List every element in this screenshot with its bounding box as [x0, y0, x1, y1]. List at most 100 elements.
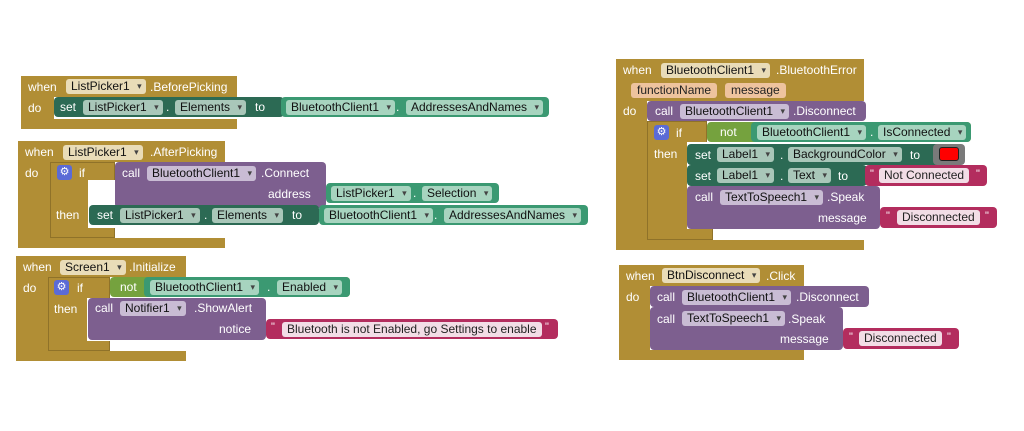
event-name: .BeforePicking	[150, 80, 228, 94]
not-connected-text[interactable]: Not Connected	[879, 168, 970, 183]
call-keyword: call	[695, 190, 714, 204]
set-component-dropdown[interactable]: ListPicker1	[120, 208, 200, 223]
param-message[interactable]: message	[725, 83, 786, 98]
set-property-dropdown[interactable]: Text	[788, 168, 832, 183]
component-dropdown[interactable]: Screen1	[60, 260, 126, 275]
component-dropdown[interactable]: ListPicker1	[66, 79, 146, 94]
gear-icon[interactable]: ⚙	[57, 165, 72, 180]
notice-arg-label: notice	[219, 322, 252, 336]
open-quote: "	[870, 168, 874, 180]
speak-component-dropdown[interactable]: TextToSpeech1	[720, 190, 824, 205]
set-keyword: set	[60, 100, 77, 114]
notice-text[interactable]: Bluetooth is not Enabled, go Settings to…	[282, 322, 542, 337]
event-name: .AfterPicking	[150, 145, 218, 159]
set-component-dropdown[interactable]: Label1	[717, 168, 775, 183]
if-left-bar	[48, 298, 87, 341]
do-keyword: do	[626, 290, 640, 304]
when-keyword: when	[25, 145, 54, 159]
dot: .	[396, 100, 400, 114]
dot: .	[204, 208, 208, 222]
when-keyword: when	[28, 80, 57, 94]
set-property-dropdown[interactable]: BackgroundColor	[788, 147, 902, 162]
when-keyword: when	[23, 260, 52, 274]
do-keyword: do	[25, 166, 39, 180]
set-property-dropdown[interactable]: Elements	[212, 208, 284, 223]
component-dropdown[interactable]: ListPicker1	[63, 145, 143, 160]
call-keyword: call	[95, 301, 114, 315]
event-footer	[16, 351, 186, 361]
method-name: .Connect	[261, 166, 310, 180]
dot: .	[780, 148, 784, 162]
if-left-bar	[50, 180, 88, 228]
if-footer	[50, 228, 115, 238]
close-quote: "	[545, 321, 549, 333]
when-keyword: when	[623, 63, 652, 77]
arg-property-dropdown[interactable]: Selection	[422, 186, 493, 201]
open-quote: "	[886, 210, 890, 222]
if-keyword: if	[79, 166, 85, 180]
call-keyword: call	[655, 104, 674, 118]
getter-component-dropdown[interactable]: BluetoothClient1	[286, 100, 396, 115]
event-left-bar	[619, 286, 650, 350]
to-keyword: to	[910, 148, 921, 162]
param-functionname[interactable]: functionName	[631, 83, 718, 98]
cond-property-dropdown[interactable]: Enabled	[277, 280, 343, 295]
dot: .	[780, 169, 784, 183]
then-keyword: then	[54, 302, 78, 316]
event-footer	[18, 238, 225, 248]
method-name: .Speak	[788, 312, 826, 326]
set-component-dropdown[interactable]: Label1	[717, 147, 775, 162]
open-quote: "	[849, 331, 853, 343]
to-keyword: to	[292, 208, 303, 222]
component-dropdown[interactable]: BluetoothClient1	[661, 63, 771, 78]
then-keyword: then	[56, 208, 80, 222]
call-keyword: call	[122, 166, 141, 180]
close-quote: "	[976, 168, 980, 180]
disconnected-text[interactable]: Disconnected	[897, 210, 980, 225]
call-component-dropdown[interactable]: BluetoothClient1	[147, 166, 257, 181]
set-component-dropdown[interactable]: ListPicker1	[83, 100, 163, 115]
not-keyword: not	[120, 280, 137, 294]
red-color-swatch[interactable]	[939, 147, 959, 161]
gear-icon[interactable]: ⚙	[654, 125, 669, 140]
getter-property-dropdown[interactable]: AddressesAndNames	[444, 208, 582, 223]
getter-property-dropdown[interactable]: AddressesAndNames	[406, 100, 544, 115]
event-footer	[616, 240, 864, 250]
cond-property-dropdown[interactable]: IsConnected	[878, 125, 967, 140]
dot: .	[166, 100, 170, 114]
event-left-bar	[21, 97, 54, 119]
event-name: .Click	[766, 269, 796, 283]
method-name: .Disconnect	[796, 290, 859, 304]
if-keyword: if	[77, 281, 83, 295]
component-dropdown[interactable]: BtnDisconnect	[662, 268, 761, 283]
dot: .	[413, 186, 417, 200]
dot: .	[870, 125, 874, 139]
event-left-bar	[16, 277, 48, 351]
close-quote: "	[947, 331, 951, 343]
call-component-dropdown[interactable]: BluetoothClient1	[682, 290, 792, 305]
address-arg-label: address	[268, 187, 311, 201]
if-footer	[48, 341, 110, 351]
call-component-dropdown[interactable]: Notifier1	[120, 301, 186, 316]
method-name: .Speak	[827, 190, 865, 204]
getter-component-dropdown[interactable]: BluetoothClient1	[324, 208, 434, 223]
event-footer	[21, 119, 237, 129]
close-quote: "	[985, 210, 989, 222]
do-keyword: do	[28, 101, 42, 115]
to-keyword: to	[255, 100, 266, 114]
cond-component-dropdown[interactable]: BluetoothClient1	[757, 125, 867, 140]
event-footer	[619, 350, 804, 360]
gear-icon[interactable]: ⚙	[54, 280, 69, 295]
dot: .	[434, 208, 438, 222]
speak-component-dropdown[interactable]: TextToSpeech1	[682, 311, 786, 326]
dot: .	[267, 280, 271, 294]
event-left-bar	[18, 162, 50, 238]
call-component-dropdown[interactable]: BluetoothClient1	[680, 104, 790, 119]
set-property-dropdown[interactable]: Elements	[175, 100, 247, 115]
when-keyword: when	[626, 269, 655, 283]
disconnected-text[interactable]: Disconnected	[859, 331, 942, 346]
method-name: .Disconnect	[793, 104, 856, 118]
cond-component-dropdown[interactable]: BluetoothClient1	[150, 280, 260, 295]
call-keyword: call	[657, 312, 676, 326]
arg-component-dropdown[interactable]: ListPicker1	[331, 186, 411, 201]
